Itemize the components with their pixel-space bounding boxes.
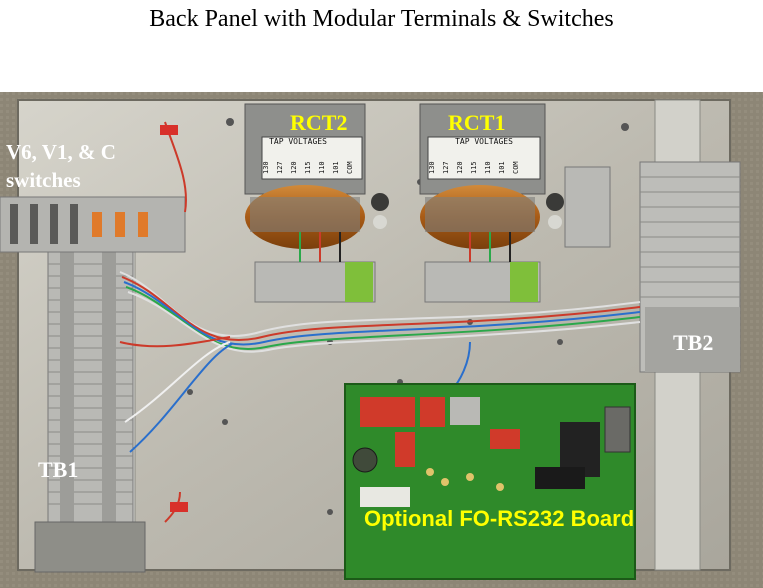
rct2-tap-caption: TAP VOLTAGES xyxy=(269,137,327,146)
terminal-block-rct2 xyxy=(254,261,376,303)
fo-rs232-board xyxy=(344,383,636,580)
terminal-block-rct1 xyxy=(424,261,541,303)
transformer-rct2 xyxy=(244,103,389,249)
terminal-block-tb2 xyxy=(639,161,741,373)
rct1-tap-2: 120 xyxy=(456,161,464,174)
switches-label-line1: V6, V1, & C xyxy=(6,140,116,164)
rct1-tap-1: 127 xyxy=(442,161,450,174)
transformer-rct1 xyxy=(419,103,564,249)
board-label: Optional FO-RS232 Board xyxy=(364,506,635,531)
back-panel-photo: TAP VOLTAGES TAP VOLTAGES xyxy=(0,92,763,588)
switches-label: V6, V1, & C switches xyxy=(6,138,116,194)
terminal-block-small xyxy=(564,166,611,248)
rct2-tap-0: 130 xyxy=(262,161,270,174)
rct1-label: RCT1 xyxy=(448,110,506,135)
rct2-label: RCT2 xyxy=(290,110,348,135)
rct2-tap-2: 120 xyxy=(290,161,298,174)
red-wire-tabs xyxy=(160,125,188,512)
tb2-label: TB2 xyxy=(673,330,714,355)
switch-block xyxy=(0,196,186,253)
rct1-tap-6: COM xyxy=(512,161,520,174)
rct2-tap-5: 101 xyxy=(332,161,340,174)
rct2-tap-1: 127 xyxy=(276,161,284,174)
rct1-tap-caption: TAP VOLTAGES xyxy=(455,137,513,146)
terminal-block-tb1 xyxy=(34,241,146,573)
rct2-tap-4: 110 xyxy=(318,161,326,174)
rct2-tap-3: 115 xyxy=(304,161,312,174)
page-title: Back Panel with Modular Terminals & Swit… xyxy=(149,6,614,32)
rct2-tap-6: COM xyxy=(346,161,354,174)
wiring-harness xyxy=(119,121,641,523)
rct1-tap-5: 101 xyxy=(498,161,506,174)
switches-label-line2: switches xyxy=(6,168,81,192)
tb1-label: TB1 xyxy=(38,457,79,482)
rct1-tap-4: 110 xyxy=(484,161,492,174)
rct1-tap-0: 130 xyxy=(428,161,436,174)
rct1-tap-3: 115 xyxy=(470,161,478,174)
